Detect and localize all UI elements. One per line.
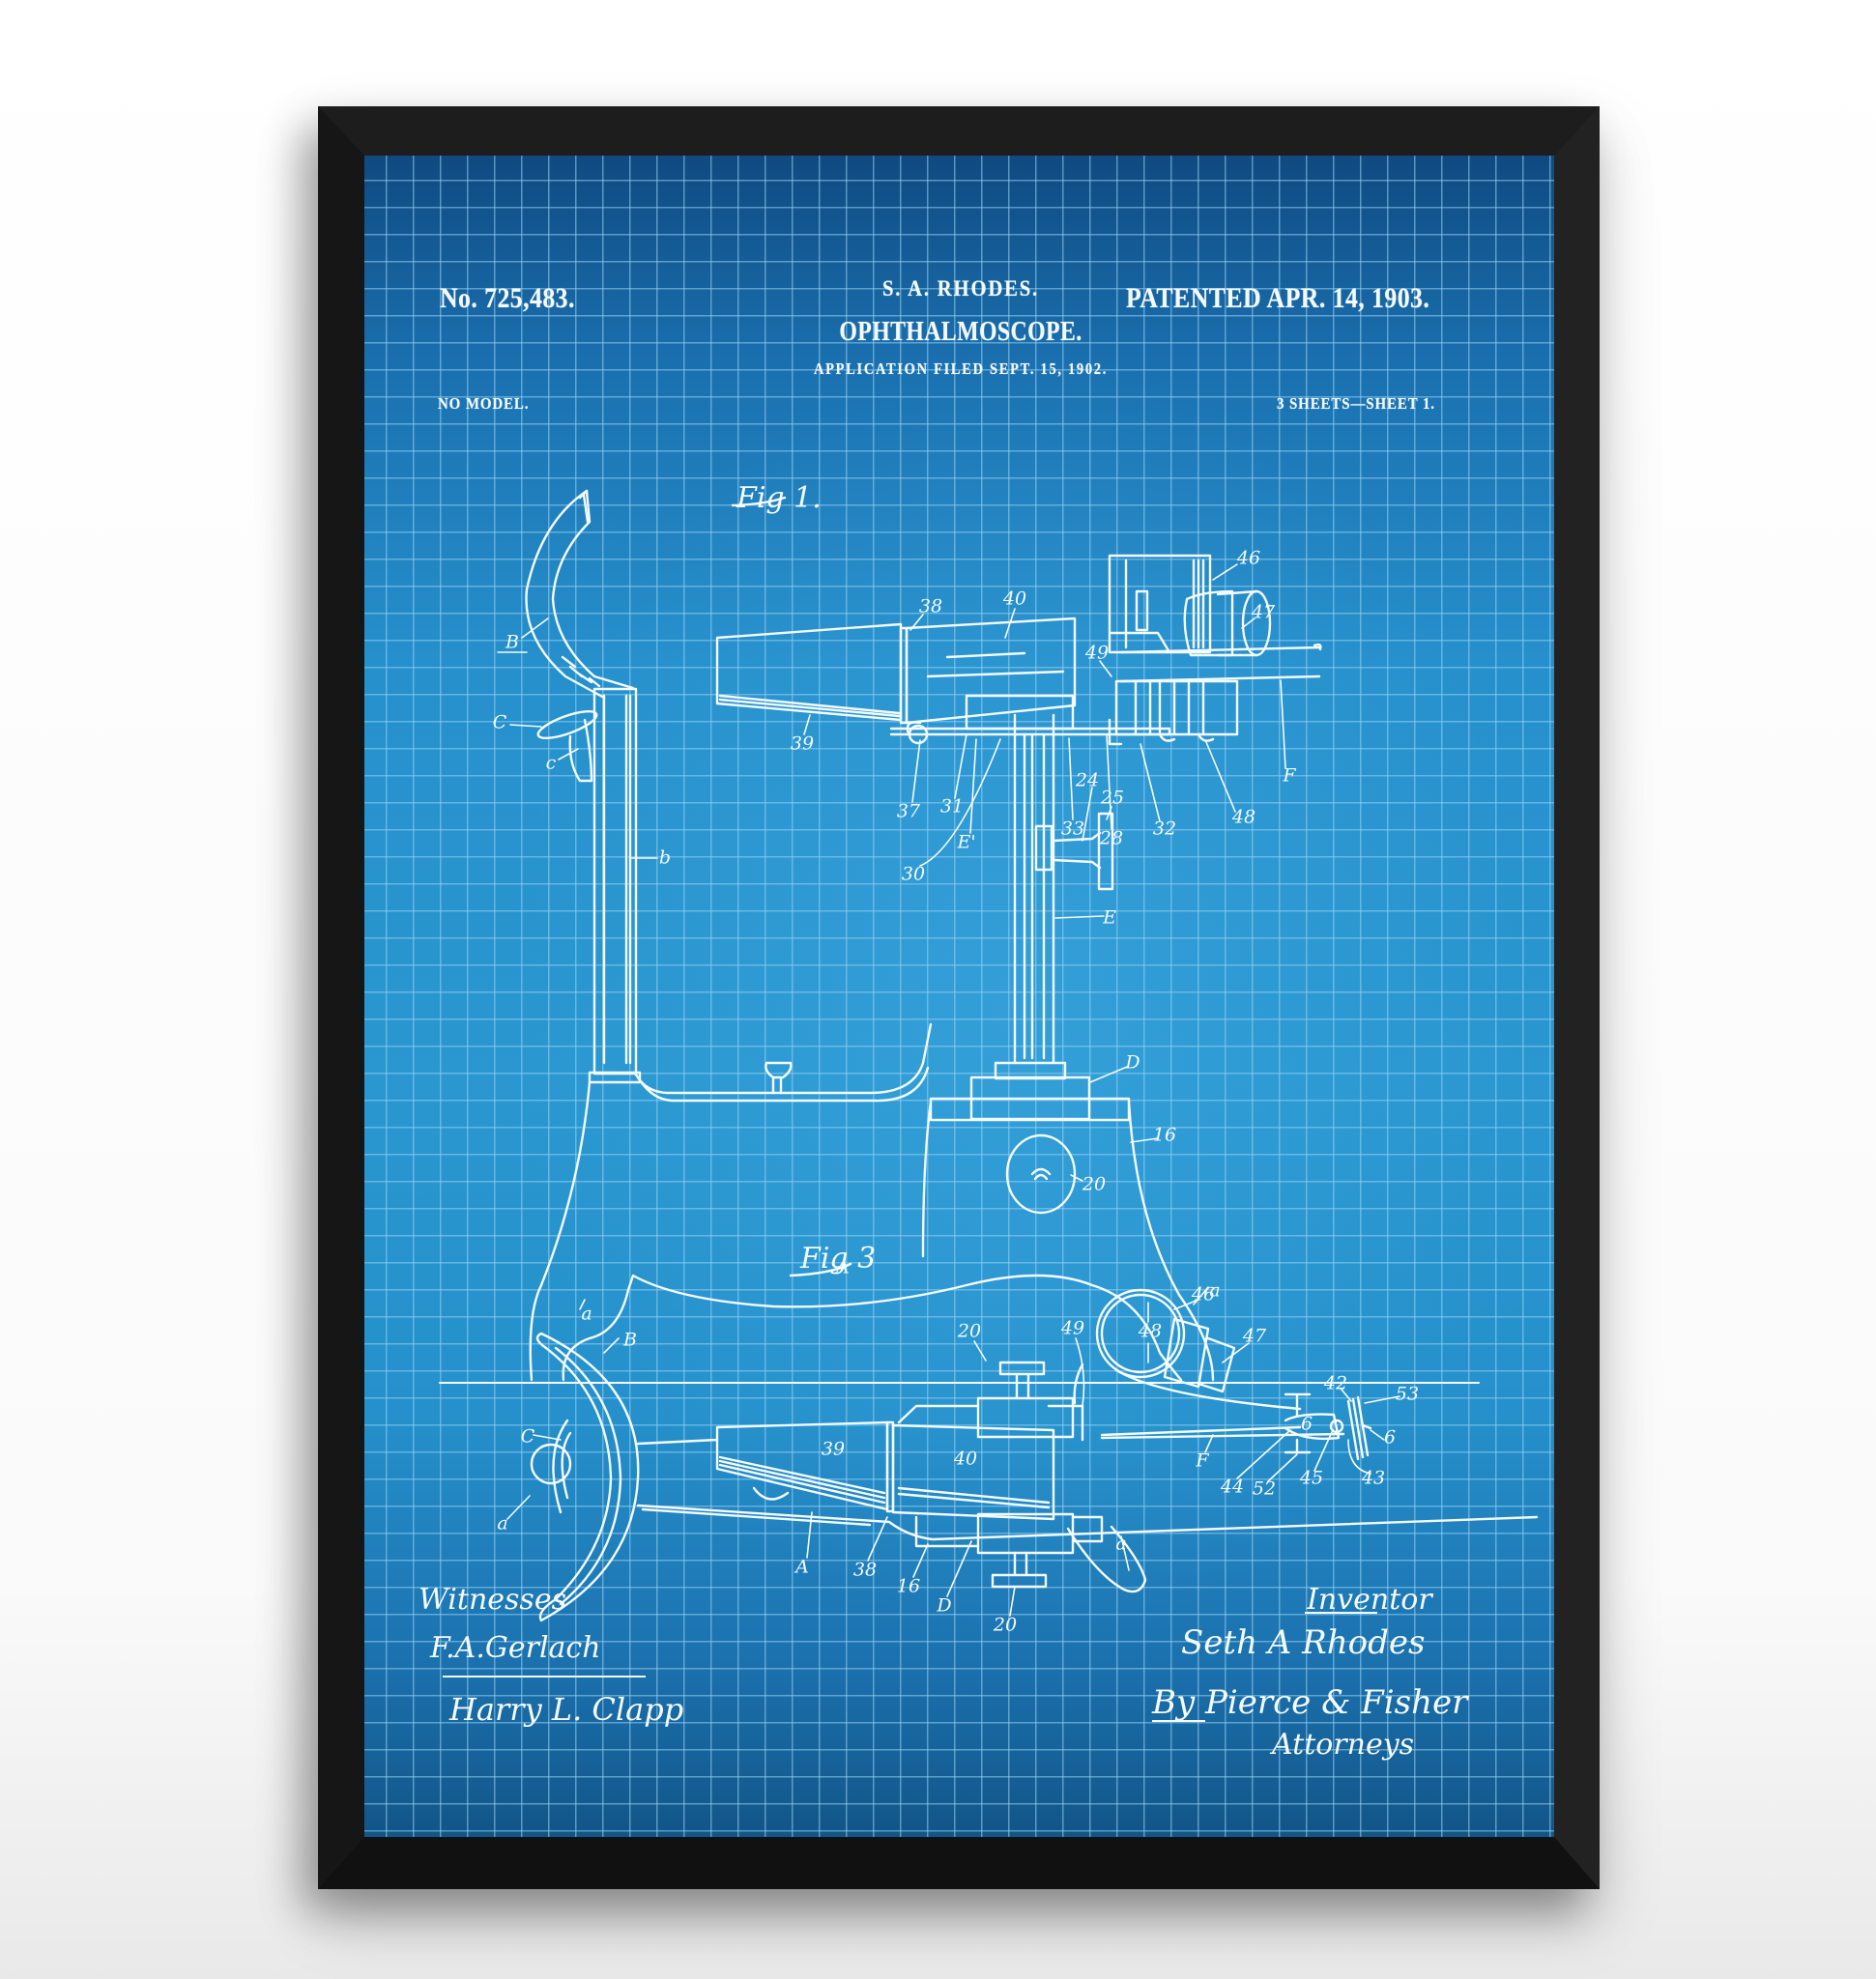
fig1-label: 40 xyxy=(1002,588,1027,610)
frame-bevel-bottom xyxy=(318,1837,1600,1889)
fig3-leaders xyxy=(507,1300,1400,1616)
frame-bevel-right xyxy=(1554,106,1600,1889)
fig3-label: 6 xyxy=(1383,1426,1397,1448)
fig3-label: 16 xyxy=(896,1575,921,1597)
inventor-label: Inventor xyxy=(1307,1583,1432,1617)
fig3-label: 45 xyxy=(1299,1467,1324,1489)
patented-date: PATENTED APR. 14, 1903. xyxy=(1126,282,1430,314)
fig3-label: 53 xyxy=(1395,1383,1420,1405)
fig3-bar xyxy=(638,1440,1537,1539)
fig1-label: C xyxy=(492,711,507,733)
fig3-label: 48 xyxy=(1138,1320,1163,1342)
fig1-title-underline xyxy=(733,498,785,505)
fig3-label: 42 xyxy=(1323,1372,1348,1394)
witness-signature-2: Harry L. Clapp xyxy=(449,1691,684,1728)
fig1-label: E' xyxy=(957,831,976,853)
fig1-label: 38 xyxy=(918,595,943,617)
fig1-post xyxy=(1015,715,1112,1063)
fig1-leaders xyxy=(498,564,1285,1309)
fig3-lamp xyxy=(1075,1290,1300,1409)
frame-bevel-top xyxy=(318,106,1600,156)
patent-number: No. 725,483. xyxy=(440,282,575,314)
fig1-label: 33 xyxy=(1060,817,1085,840)
fig3-label: 6 xyxy=(1300,1413,1313,1435)
fig1-label: 37 xyxy=(896,800,921,822)
inventor-name: S. A. RHODES. xyxy=(881,276,1039,301)
fig1-label: F xyxy=(1283,764,1296,787)
fig1-label: 24 xyxy=(1075,769,1100,791)
fig1-label: 47 xyxy=(1251,601,1276,623)
blueprint-print xyxy=(364,156,1554,1837)
fig3-label: 47 xyxy=(1242,1325,1267,1347)
fig1-label: a xyxy=(581,1303,592,1325)
fig3-label: 46 xyxy=(1191,1283,1216,1305)
fig3-scope xyxy=(717,1422,1053,1519)
fig3-label: 52 xyxy=(1252,1477,1277,1500)
witnesses-label: Witnesses xyxy=(418,1583,566,1617)
fig1-label: 32 xyxy=(1152,817,1177,840)
fig3-title-underline xyxy=(791,1264,851,1276)
fig1-label: b xyxy=(658,846,672,869)
fig3-label: 38 xyxy=(852,1559,878,1581)
fig1-label: 49 xyxy=(1084,642,1110,664)
fig3-arm xyxy=(1102,1394,1371,1459)
fig1-lamp xyxy=(1110,556,1270,655)
fig1-scope xyxy=(717,618,1075,723)
fig1-label: c xyxy=(545,752,557,774)
fig1-label: 31 xyxy=(939,795,965,817)
fig3-label: 44 xyxy=(1220,1476,1245,1498)
fig1-pedestal xyxy=(931,1063,1129,1213)
application-filed: APPLICATION FILED SEPT. 15, 1902. xyxy=(813,359,1109,378)
fig1-label: D xyxy=(1125,1051,1140,1074)
fig1-label: 20 xyxy=(1082,1173,1107,1195)
fig3-label: 39 xyxy=(821,1438,846,1460)
attorneys-label: Attorneys xyxy=(1272,1728,1415,1762)
fig1-column xyxy=(590,689,640,1082)
fig3-label: 40 xyxy=(953,1448,978,1470)
fig1-bar xyxy=(636,1024,931,1101)
fig3-label: 49 xyxy=(1060,1317,1085,1339)
fig3-handle xyxy=(1068,1527,1145,1592)
fig1-label: B xyxy=(505,631,519,653)
fig1-label: 46 xyxy=(1236,547,1261,569)
attorneys-line: By Pierce & Fisher xyxy=(1152,1683,1468,1722)
fig1-label: 48 xyxy=(1231,806,1256,828)
model-note: NO MODEL. xyxy=(438,394,530,413)
fig3-label: 20 xyxy=(993,1614,1018,1636)
fig3-crescent xyxy=(532,1334,638,1620)
fig3-label: 43 xyxy=(1361,1467,1386,1489)
fig1-label: 16 xyxy=(1152,1124,1177,1146)
fig3-label: C xyxy=(520,1425,535,1448)
fig1-label: a xyxy=(1209,1279,1221,1302)
witness-signature-underline xyxy=(443,1676,646,1678)
fig1-base xyxy=(531,1082,1213,1380)
fig3-label: 20 xyxy=(957,1320,982,1342)
fig3-label: F xyxy=(1196,1449,1209,1472)
blueprint-grid xyxy=(364,156,1554,1837)
fig1-label: 30 xyxy=(901,863,926,885)
fig1-title: Fig 1. xyxy=(736,481,822,515)
fig3-label: a xyxy=(497,1512,508,1534)
fig1-label: A xyxy=(836,1256,850,1278)
fig3-carriage xyxy=(899,1362,1102,1587)
fig1-label: 39 xyxy=(790,732,815,755)
witness-signature-1: F.A.Gerlach xyxy=(430,1631,601,1665)
sheet-note: 3 SHEETS—SHEET 1. xyxy=(1277,394,1435,413)
attorneys-line-underline xyxy=(1152,1720,1205,1722)
fig1-head-rest xyxy=(527,491,634,698)
fig3-label: D xyxy=(937,1594,952,1617)
fig3-label: a xyxy=(1115,1533,1127,1555)
inventor-signature: Seth A Rhodes xyxy=(1181,1623,1426,1662)
fig3-label: B xyxy=(623,1329,637,1351)
invention-title: OPHTHALMOSCOPE. xyxy=(839,316,1082,347)
fig1-label: E xyxy=(1103,906,1116,929)
fig3-label: A xyxy=(795,1556,809,1578)
fig1-label: 28 xyxy=(1099,827,1124,849)
fig1-label: 25 xyxy=(1100,787,1125,809)
inventor-label-underline xyxy=(1305,1612,1377,1614)
